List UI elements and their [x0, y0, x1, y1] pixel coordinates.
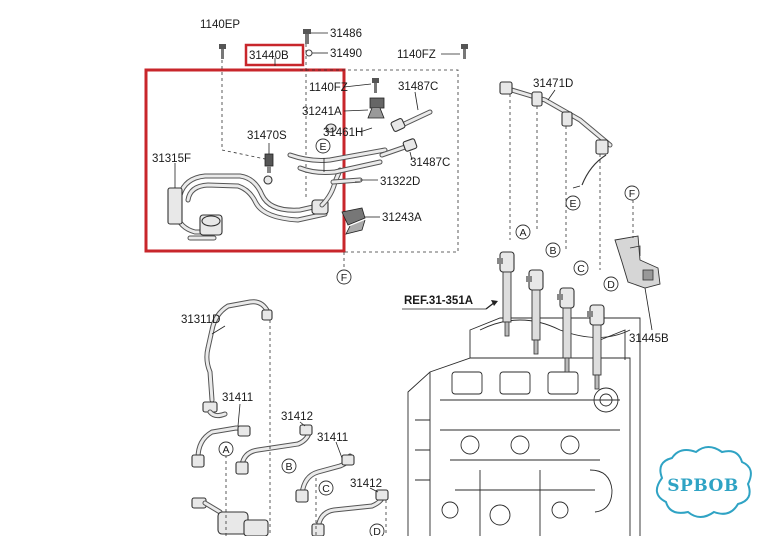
svg-text:E: E — [319, 141, 326, 153]
bolt-1140FZ-top — [461, 44, 468, 59]
label-1140EP: 1140EP — [200, 19, 240, 31]
svg-text:F: F — [629, 188, 635, 200]
label-31461H: 31461H — [323, 127, 363, 139]
marker-D-pipe: D — [369, 523, 385, 536]
label-1140FZ-top: 1140FZ — [397, 49, 436, 61]
marker-C-injector: C — [573, 260, 589, 276]
label-31311D: 31311D — [181, 314, 220, 326]
group-frame — [300, 69, 459, 253]
connector-31487C-b — [379, 138, 418, 158]
hp-pipe-31411-a — [191, 425, 251, 468]
label-31486: 31486 — [330, 28, 362, 40]
highlight-box-31440B — [244, 43, 305, 67]
engine-block — [407, 317, 641, 536]
svg-text:F: F — [341, 272, 347, 284]
hose-31322D — [287, 123, 388, 185]
label-1140FZ-inner: 1140FZ — [309, 82, 348, 94]
label-31315F: 31315F — [152, 153, 191, 165]
svg-text:B: B — [549, 245, 556, 257]
connector-31487C-a — [390, 109, 433, 132]
label-31243A: 31243A — [382, 212, 422, 224]
injector-1 — [497, 251, 515, 337]
injector-3 — [557, 287, 575, 373]
injector-2 — [526, 269, 544, 355]
marker-B-pipe: B — [281, 458, 297, 474]
label-31412-a: 31412 — [281, 411, 313, 423]
label-31471D: 31471D — [533, 78, 573, 90]
marker-B-injector: B — [545, 242, 561, 258]
svg-text:C: C — [322, 483, 330, 495]
svg-text:A: A — [519, 227, 526, 239]
marker-F-bottom: F — [336, 269, 352, 285]
washer-31490 — [305, 49, 313, 57]
svg-text:SPBOB: SPBOB — [667, 476, 738, 496]
svg-text:E: E — [569, 198, 576, 210]
bracket-31445B — [614, 235, 661, 289]
label-31322D: 31322D — [380, 176, 420, 188]
clip-31241A — [367, 97, 385, 119]
bolt-1140EP — [219, 44, 226, 59]
watermark-badge: SPBOB — [655, 446, 752, 518]
marker-F-top: F — [624, 185, 640, 201]
highlight-box-main — [144, 68, 346, 253]
temp-sensor-31470S — [264, 153, 274, 173]
marker-C-pipe: C — [318, 480, 334, 496]
svg-text:D: D — [373, 526, 381, 536]
marker-D-injector: D — [603, 276, 619, 292]
label-31487C-a: 31487C — [398, 81, 438, 93]
hp-pipe-31412-b — [311, 489, 389, 536]
hp-pipe-31412-a — [235, 424, 313, 475]
svg-text:C: C — [577, 263, 585, 275]
marker-A-pipe: A — [218, 441, 234, 457]
label-31411-b: 31411 — [317, 432, 348, 444]
hp-pipe-31311D — [202, 299, 273, 419]
label-ref-31-351A: REF.31-351A — [404, 295, 473, 307]
bolt-1140FZ-inner — [372, 78, 379, 93]
svg-text:A: A — [222, 444, 229, 456]
label-31412-b: 31412 — [350, 478, 382, 490]
injector-4 — [587, 304, 605, 390]
marker-A-injector: A — [515, 224, 531, 240]
label-31241A: 31241A — [302, 106, 342, 118]
fuel-pump-fragment — [191, 497, 269, 536]
label-31470S: 31470S — [247, 130, 287, 142]
marker-E-left: E — [315, 138, 331, 154]
label-31487C-b: 31487C — [410, 157, 450, 169]
label-31440B: 31440B — [249, 50, 289, 62]
label-31445B: 31445B — [629, 333, 669, 345]
bolt-31486 — [303, 29, 311, 44]
svg-text:B: B — [285, 461, 292, 473]
injector-harness-31471D — [499, 81, 613, 270]
label-31411-a: 31411 — [222, 392, 253, 404]
svg-text:D: D — [607, 279, 615, 291]
bracket-31243A — [341, 207, 366, 235]
label-31490: 31490 — [330, 48, 362, 60]
fuel-return-hose-assy — [167, 167, 343, 241]
marker-E-right: E — [565, 195, 581, 211]
hp-pipe-31411-b — [295, 453, 355, 503]
